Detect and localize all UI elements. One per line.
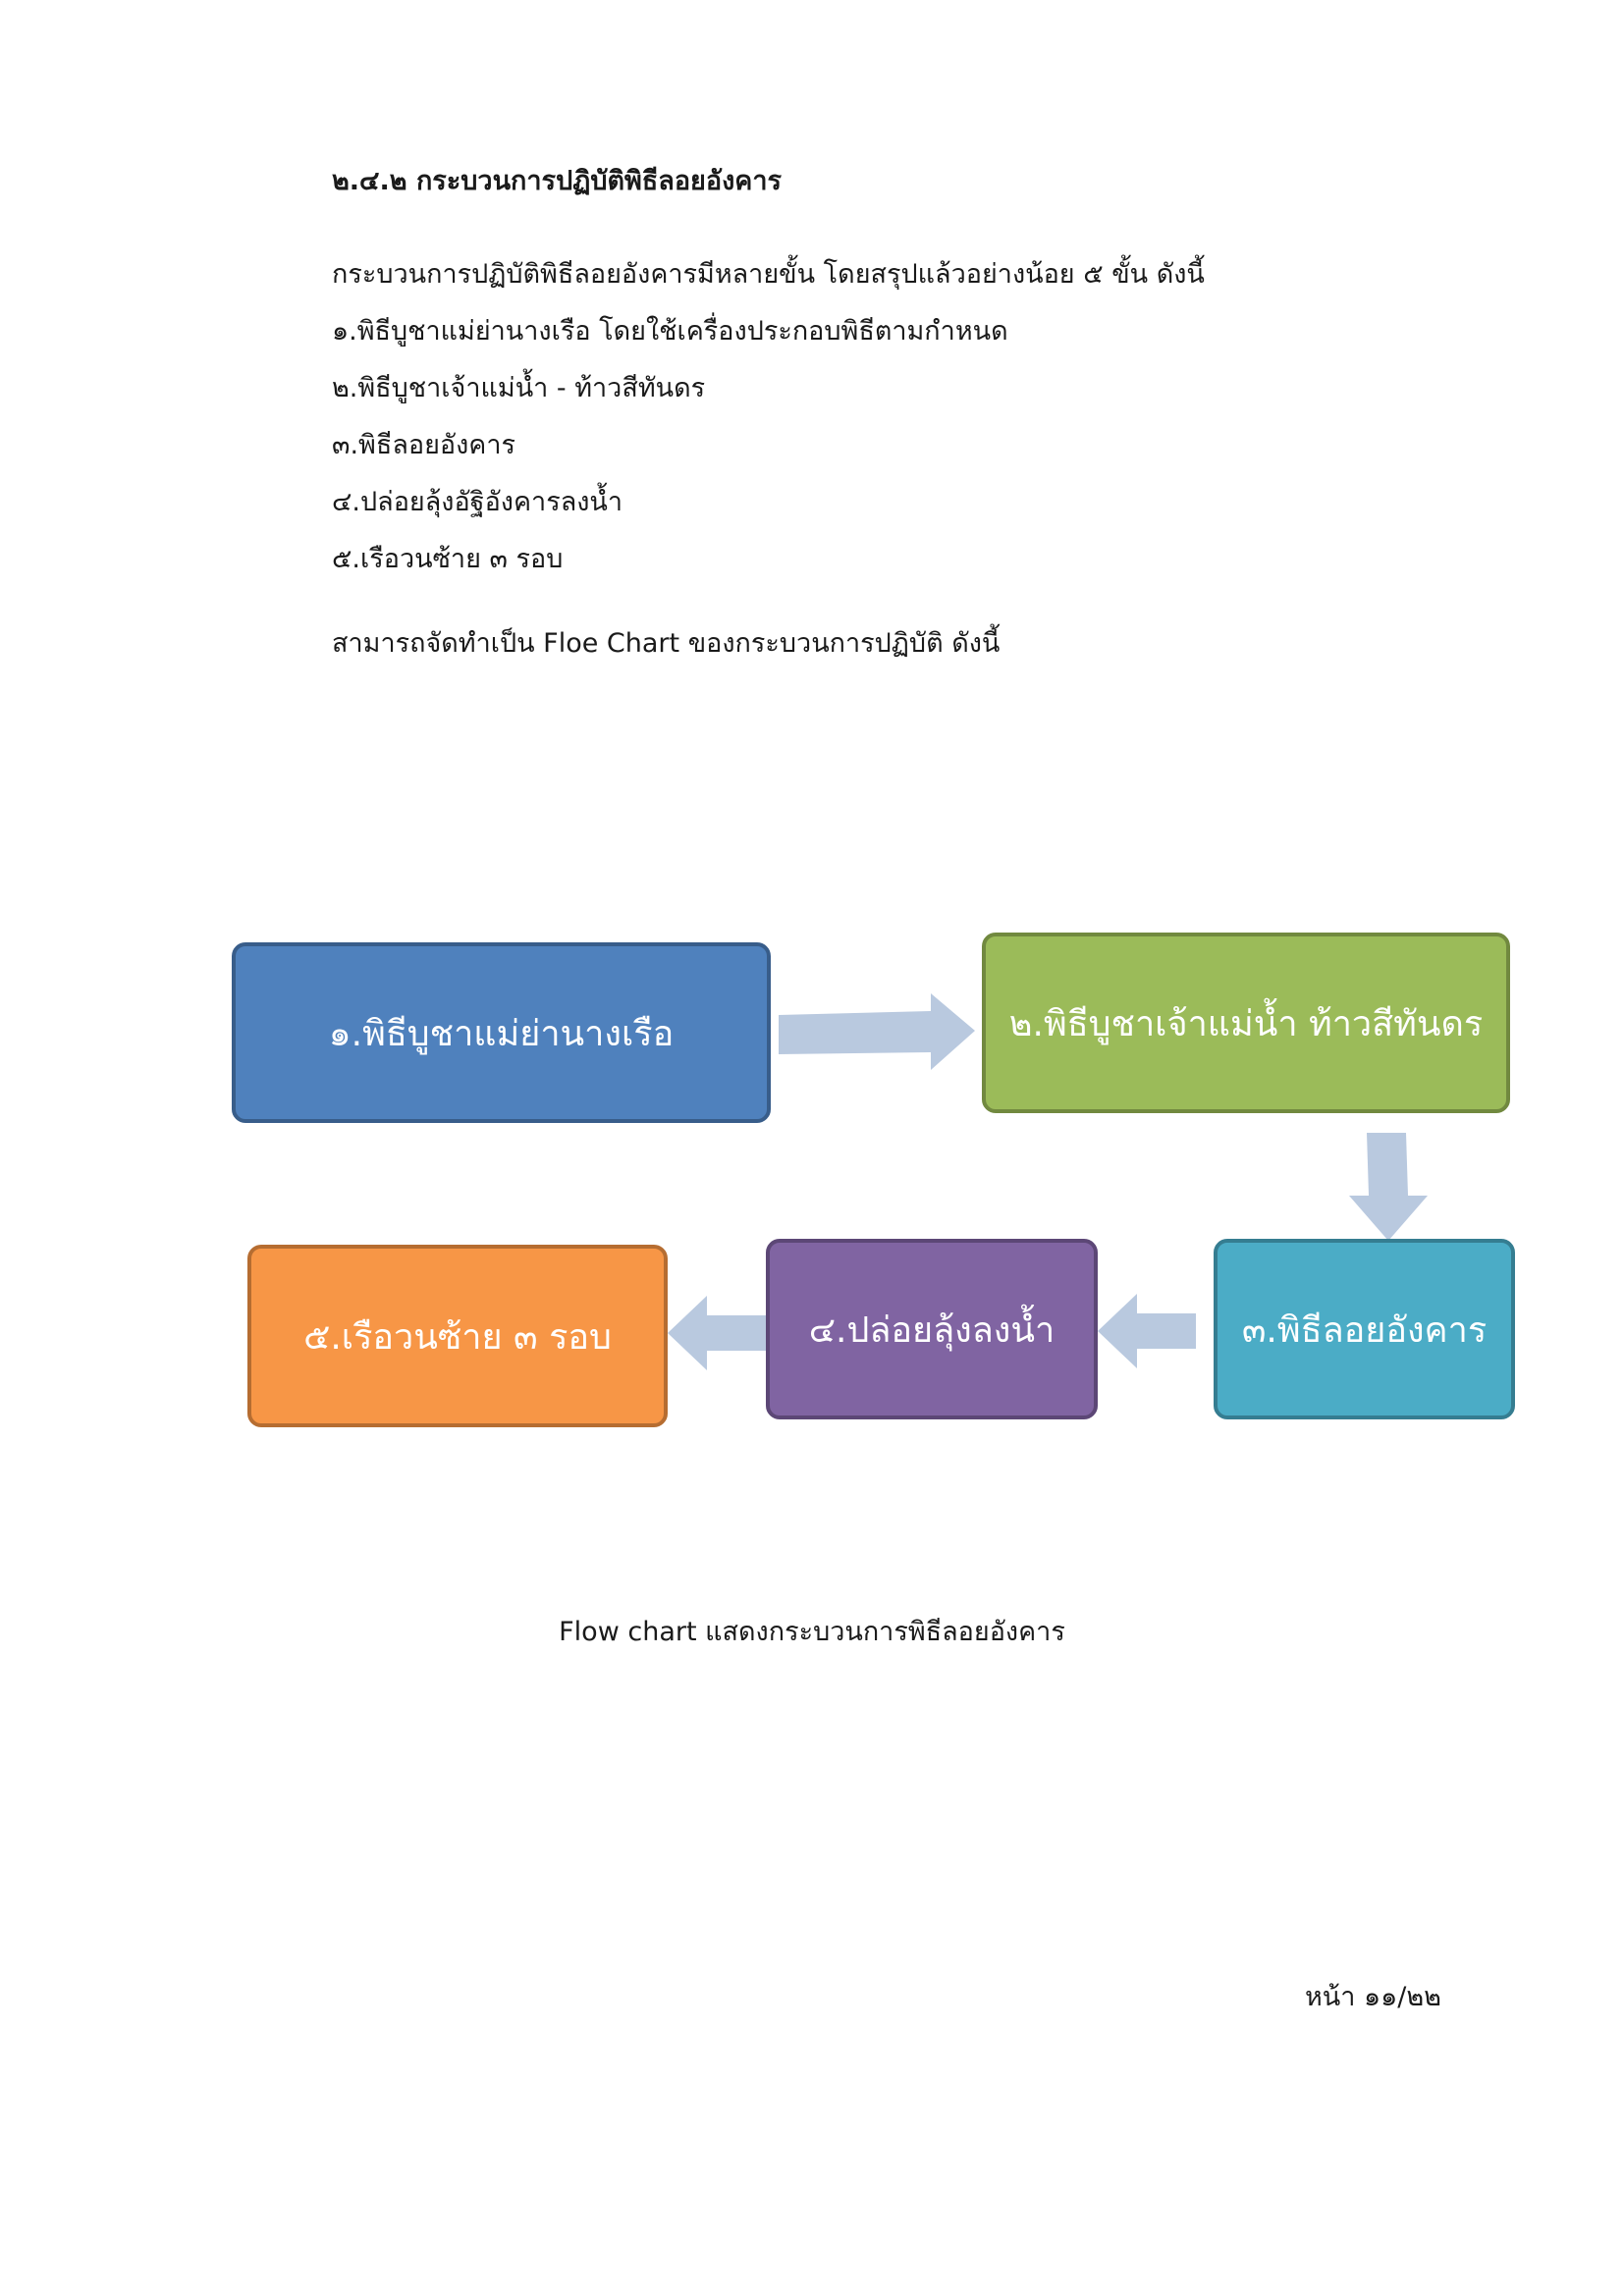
step-item-1: ๑.พิธีบูชาแม่ย่านางเรือ โดยใช้เครื่องประ… bbox=[332, 316, 1008, 347]
steps-list: ๑.พิธีบูชาแม่ย่านางเรือ โดยใช้เครื่องประ… bbox=[332, 312, 1008, 597]
arrow-down-shape bbox=[1349, 1133, 1428, 1241]
intro-paragraph: กระบวนการปฏิบัติพิธีลอยอังคารมีหลายขั้น … bbox=[332, 259, 1205, 290]
arrow-left-shape bbox=[668, 1296, 766, 1370]
step-item-4: ๔.ปล่อยลุ้งอัฐิอังคารลงน้ำ bbox=[332, 487, 623, 517]
flow-box-4: ๔.ปล่อยลุ้งลงน้ำ bbox=[766, 1239, 1098, 1419]
flow-box-3: ๓.พิธีลอยอังคาร bbox=[1214, 1239, 1515, 1419]
arrow-right-icon bbox=[779, 993, 975, 1070]
step-item-5: ๕.เรือวนซ้าย ๓ รอบ bbox=[332, 544, 564, 574]
flow-box-2: ๒.พิธีบูชาเจ้าแม่น้ำ ท้าวสีทันดร bbox=[982, 933, 1510, 1113]
arrow-left-icon bbox=[1098, 1294, 1196, 1368]
step-item-3: ๓.พิธีลอยอังคาร bbox=[332, 430, 516, 460]
arrow-left-icon bbox=[668, 1296, 766, 1370]
step-item-2: ๒.พิธีบูชาเจ้าแม่น้ำ - ท้าวสีทันดร bbox=[332, 373, 706, 403]
arrow-left-shape bbox=[1098, 1294, 1196, 1368]
section-heading: ๒.๔.๒ กระบวนการปฏิบัติพิธีลอยอังคาร bbox=[332, 166, 782, 196]
flow-box-1: ๑.พิธีบูชาแม่ย่านางเรือ bbox=[232, 942, 771, 1123]
page-number: หน้า ๑๑/๒๒ bbox=[1305, 1982, 1441, 2012]
summary-paragraph: สามารถจัดทำเป็น Floe Chart ของกระบวนการป… bbox=[332, 628, 1001, 659]
arrow-down-icon bbox=[1349, 1133, 1428, 1241]
arrow-right-shape bbox=[779, 993, 975, 1070]
figure-caption: Flow chart แสดงกระบวนการพิธีลอยอังคาร bbox=[559, 1617, 1065, 1647]
flow-box-5: ๕.เรือวนซ้าย ๓ รอบ bbox=[247, 1245, 668, 1427]
